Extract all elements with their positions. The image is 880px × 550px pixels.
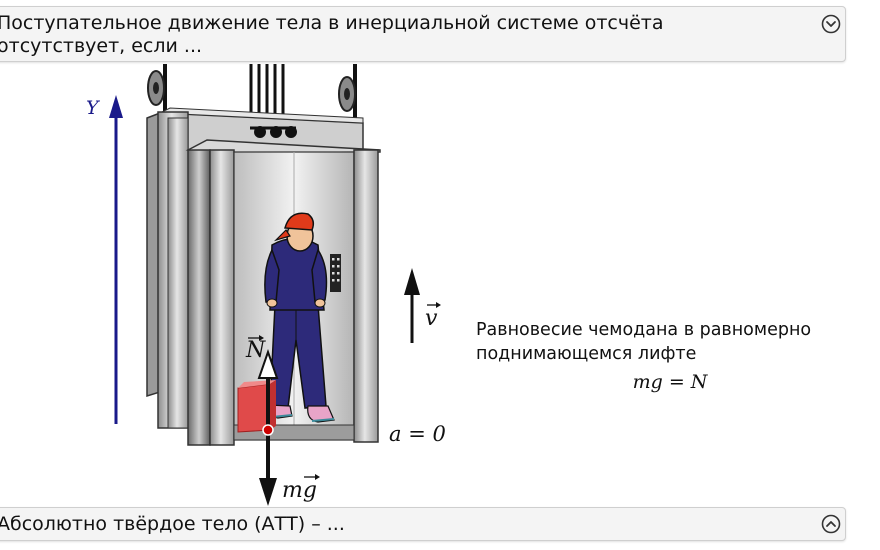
accordion-header-rigid-body[interactable]: Абсолютно твёрдое тело (АТТ) – ...	[0, 507, 846, 541]
accordion-header-inertial[interactable]: Поступательное движение тела в инерциаль…	[0, 6, 846, 62]
suitcase	[237, 380, 276, 433]
formula-text: mg = N	[632, 371, 708, 393]
velocity-label: v	[425, 306, 438, 331]
equilibrium-formula: mg = N	[600, 371, 740, 393]
person-figure	[264, 212, 335, 423]
figure-caption: Равновесие чемодана в равномерно поднима…	[476, 320, 812, 364]
gravity-arrow	[259, 432, 277, 506]
normal-force-arrow	[257, 348, 279, 430]
chevron-up-circle-icon[interactable]	[821, 514, 841, 534]
acceleration-label: a = 0	[389, 422, 446, 446]
y-axis	[109, 95, 123, 424]
velocity-arrow	[404, 268, 420, 343]
gravity-label: mg	[282, 478, 317, 503]
normal-force-label: N	[246, 338, 266, 363]
cable-connectors	[250, 126, 297, 138]
accordion-title: Поступательное движение тела в инерциаль…	[0, 12, 664, 57]
chevron-down-circle-icon[interactable]	[821, 14, 841, 34]
application-point	[262, 424, 274, 436]
accordion-title: Абсолютно твёрдое тело (АТТ) – ...	[0, 513, 345, 535]
pulleys	[147, 64, 357, 122]
vector-accents	[248, 302, 441, 480]
y-axis-label: Y	[86, 97, 99, 119]
